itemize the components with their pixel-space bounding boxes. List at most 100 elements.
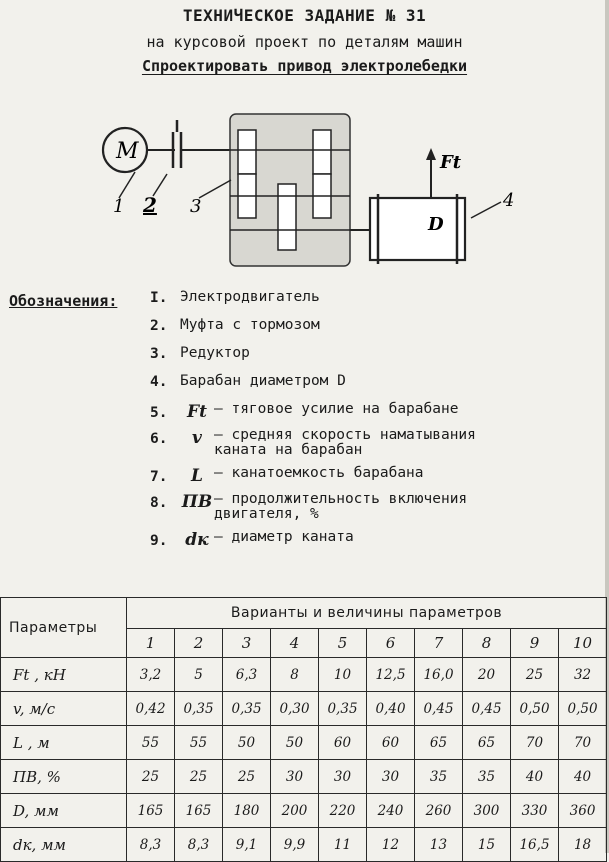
legend-num: 5.	[150, 405, 168, 421]
sheet-edge	[605, 0, 609, 853]
param-value: 30	[366, 759, 415, 794]
param-value: 8,3	[126, 827, 175, 862]
legend-item: 4. Барабан диаметром D	[150, 373, 590, 391]
param-value: 360	[557, 793, 608, 828]
param-value: 70	[510, 725, 559, 760]
param-value: 16,0	[414, 657, 463, 692]
doc-subtitle: на курсовой проект по деталям машин	[146, 33, 463, 51]
param-value: 25	[222, 759, 271, 794]
param-value: 18	[557, 827, 608, 862]
drive-kinematic-diagram: M D Ft 1 2 3 4	[101, 113, 514, 267]
param-value: 40	[510, 759, 559, 794]
param-value: 20	[462, 657, 511, 692]
param-value: 25	[174, 759, 223, 794]
table-group-header: Варианты и величины параметров	[125, 597, 608, 629]
param-value: 180	[222, 793, 271, 828]
param-value: 200	[270, 793, 319, 828]
param-value: 25	[510, 657, 559, 692]
param-value: 13	[414, 827, 463, 862]
param-value: 8	[270, 657, 319, 692]
parameters-table-wrap: Параметры Варианты и величины параметров…	[0, 597, 609, 862]
variant-header: 7	[414, 628, 463, 658]
param-value: 0,50	[557, 691, 608, 726]
variant-header: 8	[462, 628, 511, 658]
legend-text: Барабан диаметром D	[180, 373, 346, 389]
legend-num: 9.	[150, 533, 168, 549]
variant-header: 10	[557, 628, 608, 658]
param-value: 0,35	[222, 691, 271, 726]
drum-symbol	[368, 196, 467, 262]
legend-num: I.	[150, 290, 168, 306]
task-text: Спроектировать привод электролебедки	[141, 57, 468, 75]
param-name: v, м/с	[0, 691, 127, 726]
param-value: 9,9	[270, 827, 319, 862]
legend-text: – тяговое усилие на барабане	[214, 401, 459, 417]
param-name: Ft , кН	[0, 657, 127, 692]
param-value: 32	[557, 657, 608, 692]
legend-label: Обозначения:	[9, 292, 118, 310]
parameters-table: Параметры Варианты и величины параметров…	[0, 597, 608, 862]
param-value: 60	[366, 725, 415, 760]
param-value: 70	[557, 725, 608, 760]
gear-1	[237, 129, 257, 175]
legend-symbol: ПВ	[181, 492, 213, 512]
legend-num: 2.	[150, 318, 168, 334]
variant-header: 5	[318, 628, 367, 658]
variant-header: 9	[510, 628, 559, 658]
param-value: 40	[557, 759, 608, 794]
param-value: 25	[126, 759, 175, 794]
param-value: 11	[318, 827, 367, 862]
param-value: 16,5	[510, 827, 559, 862]
param-value: 35	[462, 759, 511, 794]
param-value: 12	[366, 827, 415, 862]
table-corner-header: Параметры	[0, 597, 127, 658]
legend-symbol: dк	[185, 530, 209, 550]
doc-title: ТЕХНИЧЕСКОЕ ЗАДАНИЕ № 31	[182, 6, 427, 25]
param-value: 55	[174, 725, 223, 760]
param-value: 65	[462, 725, 511, 760]
legend-num: 6.	[150, 431, 168, 447]
param-value: 0,40	[366, 691, 415, 726]
legend-item: 2.Муфта с тормозом	[150, 318, 590, 335]
legend-symbol: Ft	[187, 402, 207, 422]
param-value: 3,2	[126, 657, 175, 692]
legend-item: 7.L– канатоемкость барабана	[150, 466, 590, 487]
gear-4	[312, 129, 332, 175]
param-value: 10	[318, 657, 367, 692]
param-value: 35	[414, 759, 463, 794]
variant-header: 2	[174, 628, 223, 658]
param-value: 220	[318, 793, 367, 828]
legend-item: 8.ПВ– продолжительность включения двигат…	[150, 492, 590, 522]
legend-num: 4.	[150, 374, 168, 390]
param-value: 8,3	[174, 827, 223, 862]
callout-2: 2	[142, 193, 157, 217]
legend-symbol: L	[191, 466, 203, 486]
legend-num: 3.	[150, 346, 168, 362]
legend-item: 9. dк – диаметр каната	[150, 529, 590, 551]
legend-symbol: v	[192, 428, 202, 448]
legend-item: 3. Редуктор	[150, 345, 590, 363]
param-value: 0,30	[270, 691, 319, 726]
callout-3: 3	[190, 196, 201, 217]
param-value: 0,45	[414, 691, 463, 726]
legend-text: – средняя скорость наматывания каната на…	[214, 427, 476, 458]
param-value: 65	[414, 725, 463, 760]
param-name: dк, мм	[0, 827, 127, 862]
legend-text: Редуктор	[180, 345, 250, 361]
task-statement: Спроектировать привод электролебедки	[0, 57, 609, 75]
param-value: 0,35	[174, 691, 223, 726]
legend-item: I.Электродвигатель	[150, 290, 590, 307]
param-name: D, мм	[0, 793, 127, 828]
param-value: 6,3	[222, 657, 271, 692]
param-value: 12,5	[366, 657, 415, 692]
legend-text: – диаметр каната	[214, 529, 354, 545]
param-value: 30	[318, 759, 367, 794]
